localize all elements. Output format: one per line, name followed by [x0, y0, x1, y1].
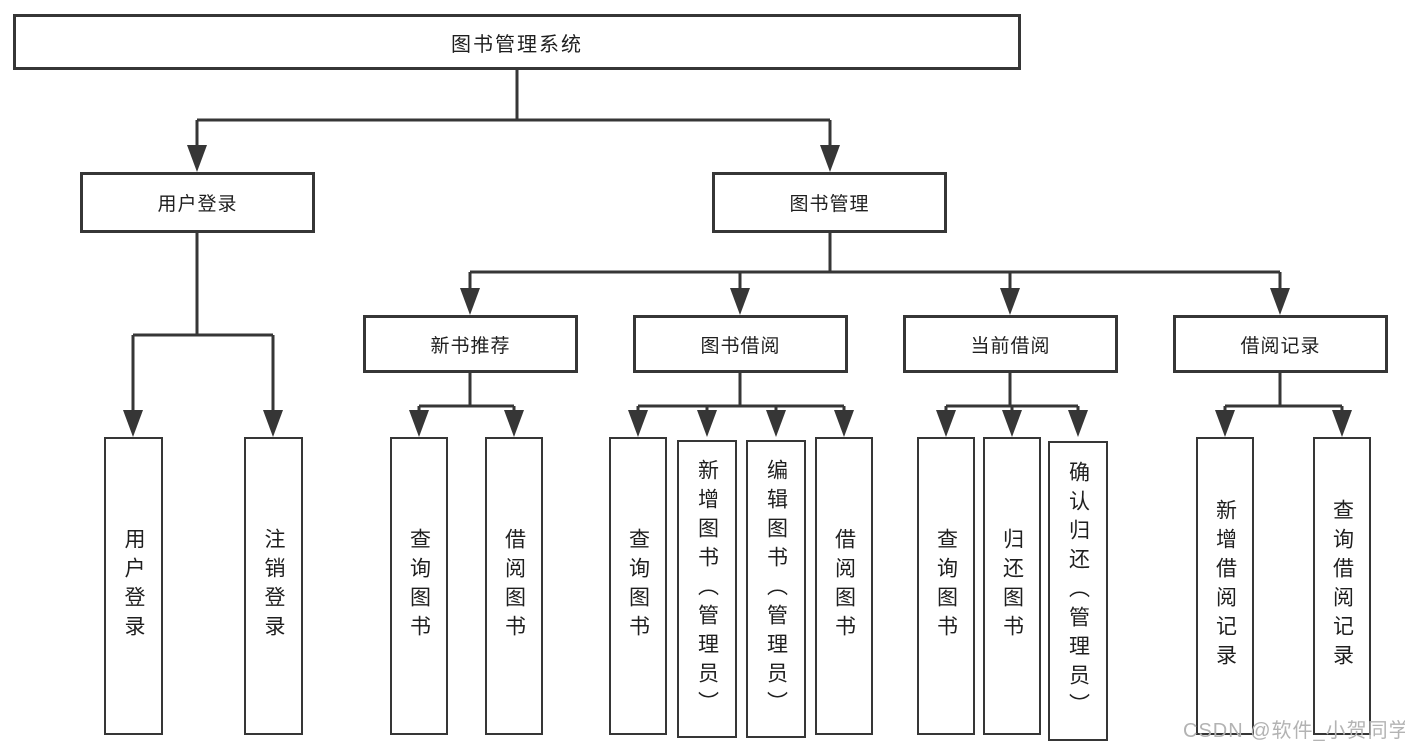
node-book-management-branch: 图书管理	[712, 172, 947, 233]
node-label: 归还图书	[1000, 528, 1024, 644]
node-label: 新书推荐	[430, 335, 511, 357]
node-label: 注销登录	[262, 528, 285, 644]
arrow-down-icon	[123, 410, 143, 437]
leaf-logout: 注销登录	[244, 437, 303, 735]
node-label: 查询图书	[626, 528, 650, 644]
node-label: 用户登录	[157, 194, 238, 215]
leaf-return-book: 归还图书	[983, 437, 1041, 735]
leaf-edit-book-admin: 编辑图书（管理员）	[746, 440, 806, 738]
node-label: 借阅记录	[1240, 335, 1321, 357]
leaf-add-book-admin: 新增图书（管理员）	[677, 440, 737, 738]
node-borrow-records: 借阅记录	[1173, 315, 1388, 373]
leaf-query-books-3: 查询图书	[917, 437, 975, 735]
arrow-down-icon	[936, 410, 956, 437]
node-label: 查询借阅记录	[1330, 499, 1354, 673]
leaf-query-borrow-record: 查询借阅记录	[1313, 437, 1371, 735]
node-label: 图书借阅	[700, 335, 781, 357]
arrow-down-icon	[1068, 410, 1088, 437]
node-label: 借阅图书	[832, 528, 856, 644]
arrow-down-icon	[1332, 410, 1352, 437]
arrowheads	[123, 145, 1352, 437]
arrow-down-icon	[730, 288, 750, 315]
node-label: 编辑图书（管理员）	[764, 458, 788, 720]
arrow-down-icon	[1002, 410, 1022, 437]
node-label: 确认归还（管理员）	[1066, 460, 1090, 722]
node-label: 图书管理系统	[451, 33, 583, 56]
leaf-query-books-2: 查询图书	[609, 437, 667, 735]
node-label: 查询图书	[407, 528, 431, 644]
node-user-login-branch: 用户登录	[80, 172, 315, 233]
arrow-down-icon	[263, 410, 283, 437]
node-label: 新增借阅记录	[1213, 499, 1237, 673]
leaf-user-login: 用户登录	[104, 437, 163, 735]
arrow-down-icon	[1215, 410, 1235, 437]
leaf-add-borrow-record: 新增借阅记录	[1196, 437, 1254, 735]
leaf-query-books-1: 查询图书	[390, 437, 448, 735]
node-current-borrow: 当前借阅	[903, 315, 1118, 373]
node-label: 图书管理	[789, 194, 870, 215]
node-label: 用户登录	[122, 528, 145, 644]
arrow-down-icon	[409, 410, 429, 437]
csdn-watermark: CSDN @软件_小贺同学	[1183, 720, 1405, 742]
arrow-down-icon	[1000, 288, 1020, 315]
leaf-borrow-books-1: 借阅图书	[485, 437, 543, 735]
node-label: 新增图书（管理员）	[695, 458, 719, 720]
arrow-down-icon	[766, 410, 786, 437]
arrow-down-icon	[628, 410, 648, 437]
leaf-borrow-books-2: 借阅图书	[815, 437, 873, 735]
node-label: 查询图书	[934, 528, 958, 644]
arrow-down-icon	[504, 410, 524, 437]
arrow-down-icon	[187, 145, 207, 172]
node-label: 借阅图书	[502, 528, 526, 644]
node-new-book-recommend: 新书推荐	[363, 315, 578, 373]
node-label: 当前借阅	[970, 335, 1051, 357]
node-book-borrow: 图书借阅	[633, 315, 848, 373]
node-root-system: 图书管理系统	[13, 14, 1021, 70]
arrow-down-icon	[697, 410, 717, 437]
arrow-down-icon	[820, 145, 840, 172]
leaf-confirm-return-admin: 确认归还（管理员）	[1048, 441, 1108, 741]
arrow-down-icon	[460, 288, 480, 315]
arrow-down-icon	[1270, 288, 1290, 315]
arrow-down-icon	[834, 410, 854, 437]
